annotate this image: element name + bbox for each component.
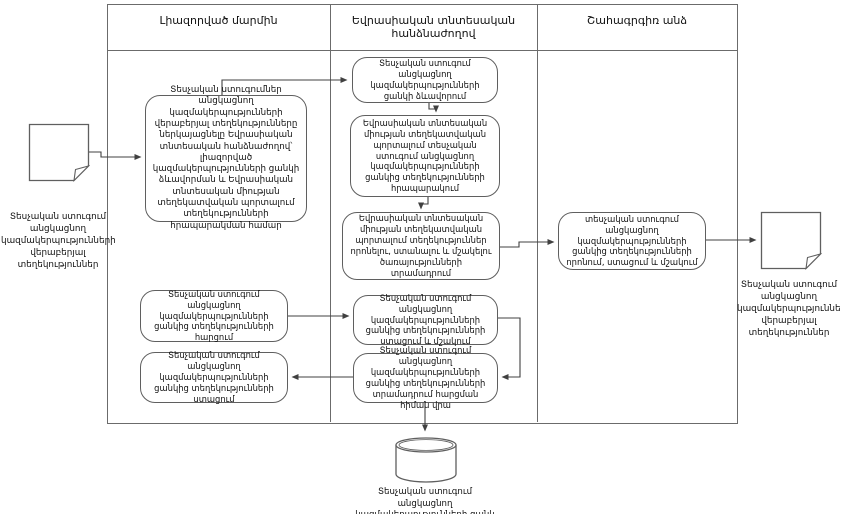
database-label: Տեսչական ստուգում անցկացնող կազմակերպութ…	[355, 487, 495, 514]
lane-title-eec: Եվրասիական տնտեսական հանձնաժողով	[351, 14, 516, 41]
process-request-info: Տեսչական ստուգում անցկացնող կազմակերպութ…	[140, 289, 288, 342]
lane-divider-1	[330, 4, 331, 422]
process-provide-services: Եվրասիական տնտեսական միության տեղեկատվակ…	[342, 212, 500, 280]
output-document-label: Տեսչական ստուգում անցկացնող կազմակերպութ…	[737, 280, 841, 338]
lane-title-interested-person: Շահագրգիռ անձ	[586, 14, 688, 27]
input-document-label: Տեսչական ստուգում անցկացնող կազմակերպութ…	[1, 212, 116, 270]
swimlane-header-divider	[107, 50, 737, 51]
lane-divider-2	[537, 4, 538, 422]
lane-title-authorized-body: Լիազորված մարմին	[159, 14, 278, 27]
process-receive-process: Տեսչական ստուգում անցկացնող կազմակերպութ…	[353, 293, 498, 346]
process-form-list: Տեսչական ստուգում անցկացնող կազմակերպութ…	[352, 57, 498, 103]
process-receive-info: Տեսչական ստուգում անցկացնող կազմակերպութ…	[140, 350, 288, 404]
database-icon	[394, 436, 458, 484]
process-submit-info: Տեսչական ստուգումներ անցկացնող կազմակերպ…	[145, 85, 307, 231]
swimlane-frame	[107, 4, 738, 424]
process-provide-on-request: Տեսչական ստուգում անցկացնող կազմակերպութ…	[353, 345, 498, 410]
output-document-icon	[760, 211, 822, 270]
process-publish-info: Եվրասիական տնտեսական միության տեղեկատվակ…	[350, 115, 500, 197]
input-document-icon	[28, 123, 90, 182]
process-search-receive: տեսչական ստուգում անցկացնող կազմակերպութ…	[558, 212, 706, 270]
